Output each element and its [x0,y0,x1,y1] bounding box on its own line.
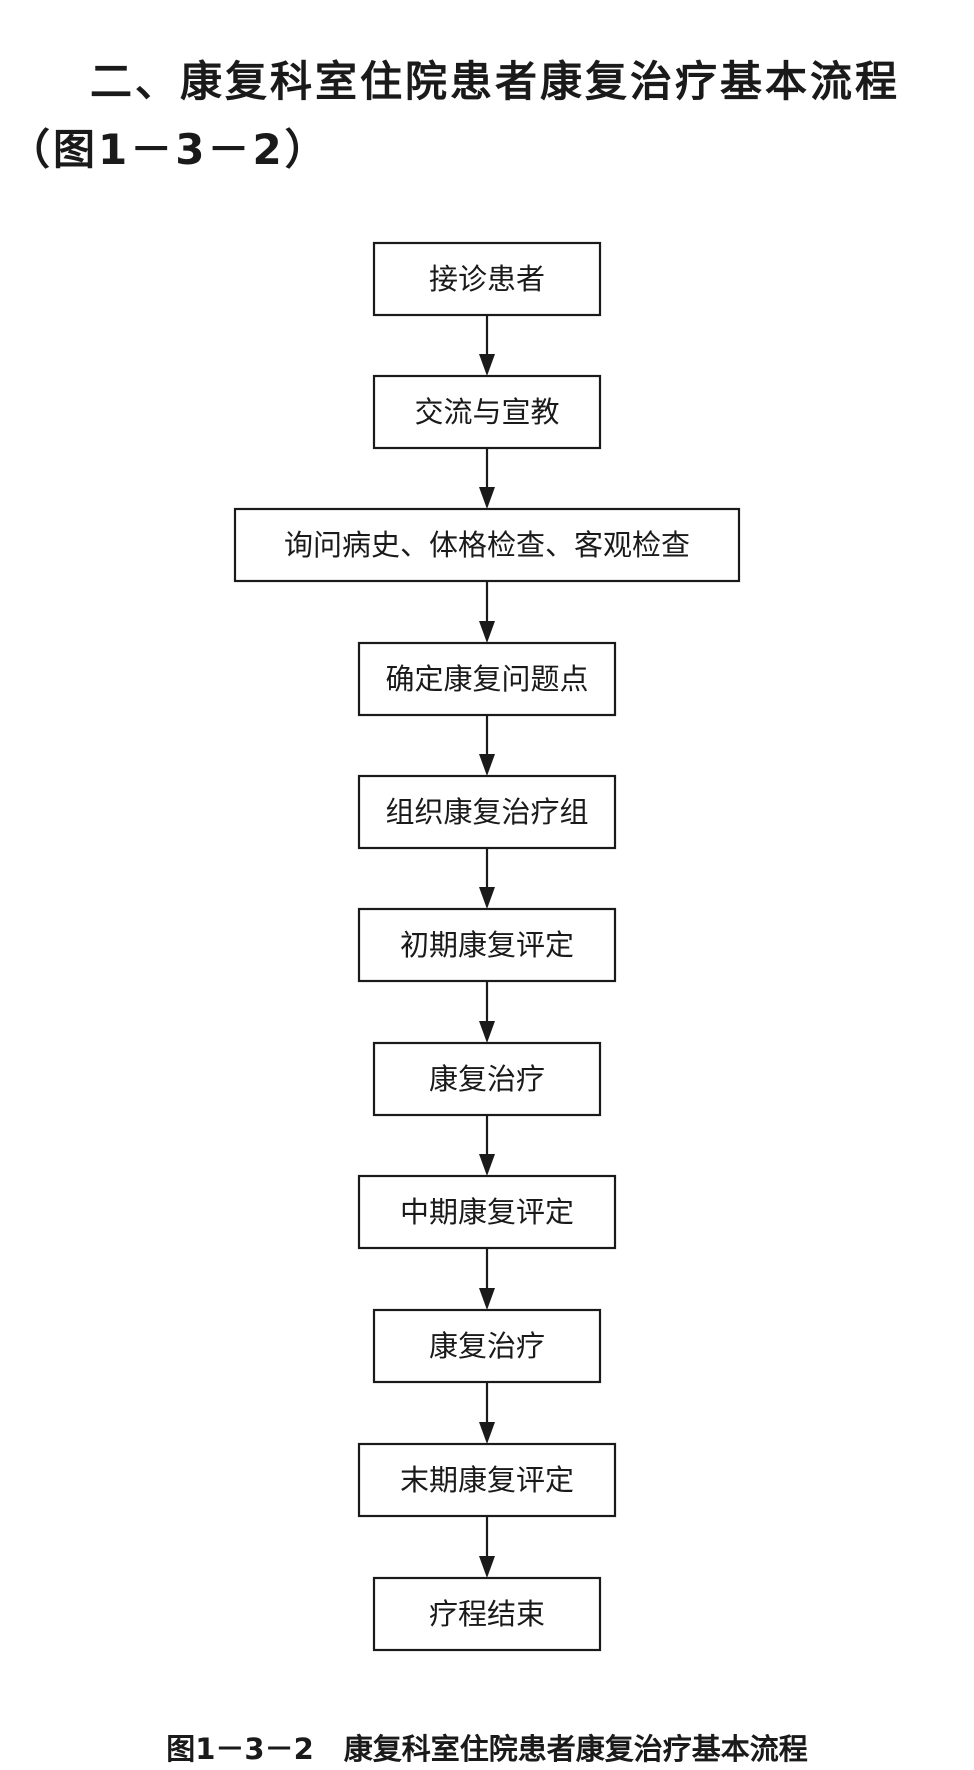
flow-node-label: 末期康复评定 [400,1463,574,1497]
flow-node-5: 组织康复治疗组 [357,774,617,850]
flow-arrow-3 [479,581,495,643]
flow-node-label: 接诊患者 [429,262,545,296]
flow-node-box [357,641,617,717]
flow-node-3: 询问病史、体格检查、客观检查 [233,507,741,583]
section-heading: 二、康复科室住院患者康复治疗基本流程（图1－3－2） [8,57,901,174]
flow-node-box [372,241,602,317]
flow-arrowhead [479,754,495,776]
flow-arrowhead [479,887,495,909]
flow-node-box [357,1174,617,1250]
flow-node-9: 康复治疗 [372,1308,602,1384]
flow-arrow-7 [479,1115,495,1176]
flow-arrowhead [479,1556,495,1578]
flow-node-box [233,507,741,583]
flow-node-label: 中期康复评定 [400,1195,574,1229]
flow-node-box [357,907,617,983]
flow-node-1: 接诊患者 [372,241,602,317]
flow-arrowhead [479,1154,495,1176]
flow-arrow-2 [479,448,495,509]
flow-arrowhead [479,354,495,376]
flow-arrow-8 [479,1248,495,1310]
flowchart-nodes: 接诊患者交流与宣教询问病史、体格检查、客观检查确定康复问题点组织康复治疗组初期康… [233,241,741,1652]
flowchart-diagram: 接诊患者交流与宣教询问病史、体格检查、客观检查确定康复问题点组织康复治疗组初期康… [233,241,741,1652]
flow-arrowhead [479,1422,495,1444]
flow-node-label: 康复治疗 [429,1329,545,1363]
flow-node-4: 确定康复问题点 [357,641,617,717]
flow-node-11: 疗程结束 [372,1576,602,1652]
flow-node-7: 康复治疗 [372,1041,602,1117]
flow-arrowhead [479,621,495,643]
flow-node-label: 组织康复治疗组 [385,795,588,829]
flow-arrow-10 [479,1516,495,1578]
flow-node-10: 末期康复评定 [357,1442,617,1518]
figure-caption: 图1－3－2 康复科室住院患者康复治疗基本流程 [0,1726,974,1768]
flow-node-label: 初期康复评定 [400,928,574,962]
figure-number: 图1－3－2 [166,1732,314,1766]
flow-arrow-1 [479,315,495,376]
flow-node-2: 交流与宣教 [372,374,602,450]
flow-arrowhead [479,1021,495,1043]
flow-node-box [372,1308,602,1384]
flow-arrow-5 [479,848,495,909]
flow-node-8: 中期康复评定 [357,1174,617,1250]
flow-node-label: 交流与宣教 [414,395,559,429]
flow-node-box [372,1041,602,1117]
flow-node-label: 询问病史、体格检查、客观检查 [284,528,690,562]
flow-node-label: 疗程结束 [429,1597,545,1631]
flow-node-box [372,374,602,450]
flowchart-edges [479,315,495,1578]
flow-node-box [357,1442,617,1518]
flow-arrow-9 [479,1382,495,1444]
flow-node-box [357,774,617,850]
flow-node-label: 确定康复问题点 [385,662,588,696]
flow-node-box [372,1576,602,1652]
figure-title: 康复科室住院患者康复治疗基本流程 [343,1732,808,1766]
flow-node-6: 初期康复评定 [357,907,617,983]
flow-arrowhead [479,487,495,509]
flow-arrow-4 [479,715,495,776]
flow-node-label: 康复治疗 [429,1062,545,1096]
flow-arrow-6 [479,981,495,1043]
flow-arrowhead [479,1288,495,1310]
